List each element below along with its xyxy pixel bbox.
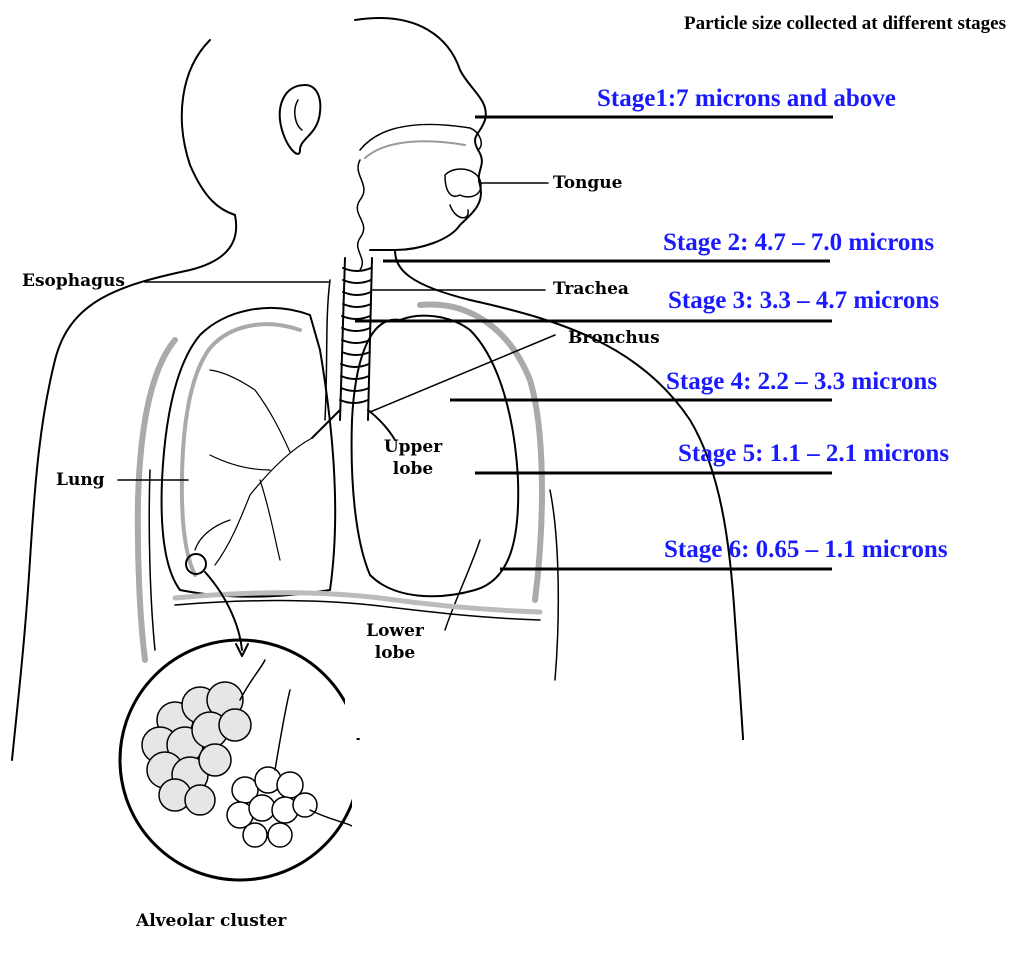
alveolar-cluster-label: Alveolar cluster bbox=[136, 910, 286, 932]
lower-lobe-label: Lower lobe bbox=[360, 620, 430, 664]
trachea-label: Trachea bbox=[553, 278, 629, 300]
esophagus-label: Esophagus bbox=[22, 270, 125, 292]
diagram-title: Particle size collected at different sta… bbox=[684, 10, 1014, 38]
lung-label: Lung bbox=[56, 469, 105, 491]
stage-5-label: Stage 5: 1.1 – 2.1 microns bbox=[678, 440, 949, 468]
tongue-label: Tongue bbox=[553, 172, 622, 194]
stage-2-label: Stage 2: 4.7 – 7.0 microns bbox=[663, 229, 934, 257]
upper-lobe-label: Upper lobe bbox=[378, 436, 448, 480]
stage-4-label: Stage 4: 2.2 – 3.3 microns bbox=[666, 368, 937, 396]
stage-3-label: Stage 3: 3.3 – 4.7 microns bbox=[668, 287, 939, 315]
stage-1-label: Stage1:7 microns and above bbox=[597, 85, 896, 113]
bronchus-label: Bronchus bbox=[568, 327, 660, 349]
stage-6-label: Stage 6: 0.65 – 1.1 microns bbox=[664, 536, 948, 564]
